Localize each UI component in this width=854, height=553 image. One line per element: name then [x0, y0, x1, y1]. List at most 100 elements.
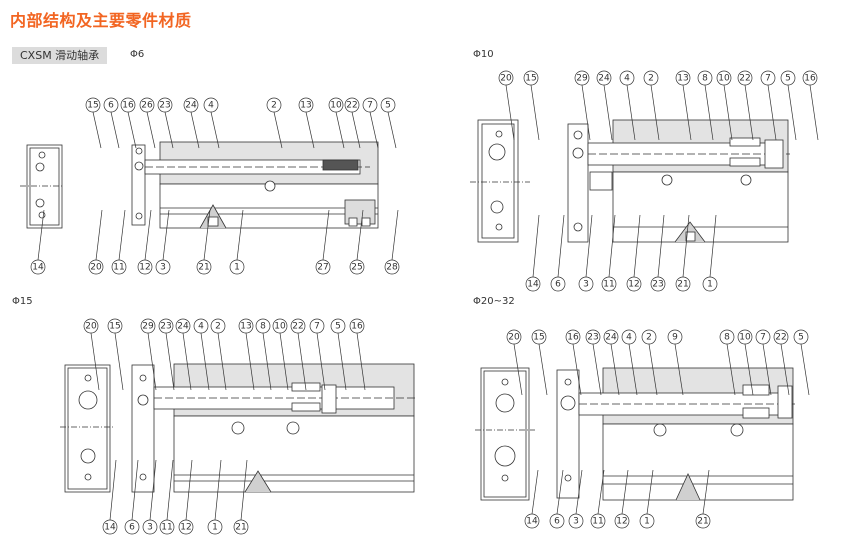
callout-13: 13 [298, 97, 315, 149]
callout-number: 11 [161, 523, 172, 533]
callout-number: 20 [90, 263, 102, 273]
callout-29: 29 [574, 70, 591, 141]
callout-number: 14 [32, 263, 44, 273]
callout-circle [760, 70, 776, 86]
callout-circle [667, 329, 683, 345]
leader-line [37, 209, 45, 261]
callout-5: 5 [793, 329, 810, 396]
size-label-phi10: Φ10 [473, 49, 494, 60]
callout-22: 22 [737, 70, 754, 141]
leader-line [166, 459, 174, 521]
leader-line [633, 214, 641, 278]
callout-number: 20 [85, 322, 97, 332]
plate [131, 364, 155, 493]
leader-line [585, 214, 593, 278]
leader-line [780, 343, 790, 396]
callout-circle [344, 97, 360, 113]
callout-number: 28 [386, 263, 398, 273]
leader-line [236, 209, 244, 261]
callout-12: 12 [614, 469, 630, 529]
leader-line [146, 111, 156, 149]
callout-number: 1 [212, 523, 218, 533]
callout-circle [719, 329, 735, 345]
callout-circle [523, 70, 539, 86]
leader-line [131, 459, 139, 521]
leader-line [337, 332, 347, 391]
callout-15: 15 [523, 70, 540, 141]
end-plate-inner [483, 370, 527, 498]
callout-21: 21 [675, 214, 691, 292]
callout-circle [643, 70, 659, 86]
leader-line [744, 84, 754, 141]
callout-4: 4 [621, 329, 638, 396]
callout-number: 22 [346, 101, 357, 111]
callout-number: 9 [672, 333, 678, 343]
leader-line [118, 209, 126, 261]
callout-circle [103, 97, 119, 113]
callout-number: 6 [108, 101, 114, 111]
callout-circle [298, 97, 314, 113]
callout-25: 25 [349, 209, 365, 275]
callout-number: 10 [274, 322, 286, 332]
callout-circle [83, 318, 99, 334]
callout-20: 20 [498, 70, 515, 141]
leader-line [704, 84, 714, 141]
callout-7: 7 [760, 70, 777, 141]
leader-line [144, 209, 152, 261]
callout-circle [737, 329, 753, 345]
page-title: 内部结构及主要零件材质 [10, 11, 192, 30]
leader-line [214, 459, 222, 521]
leader-line [356, 209, 364, 261]
leader-line [110, 111, 120, 149]
leader-line [182, 332, 192, 391]
callout-10: 10 [272, 318, 289, 391]
callout-circle [193, 318, 209, 334]
callout-5: 5 [780, 70, 797, 141]
callout-number: 22 [739, 74, 750, 84]
callout-circle [780, 70, 796, 86]
callout-11: 11 [159, 459, 175, 535]
callout-number: 2 [271, 101, 277, 111]
size-label-phi20-32: Φ20~32 [473, 296, 515, 307]
callout-circle [531, 329, 547, 345]
callout-2: 2 [643, 70, 660, 141]
callout-20: 20 [83, 318, 100, 391]
callout-circle [603, 329, 619, 345]
callout-number: 14 [527, 280, 539, 290]
callout-number: 16 [804, 74, 816, 84]
callout-number: 24 [598, 74, 610, 84]
callout-16: 16 [120, 97, 137, 149]
callout-15: 15 [85, 97, 102, 149]
callout-circle [590, 513, 606, 529]
diagram-phi6 [20, 141, 379, 229]
callout-number: 12 [139, 263, 150, 273]
callout-23: 23 [157, 97, 174, 149]
callout-number: 1 [234, 263, 240, 273]
callout-number: 20 [508, 333, 520, 343]
callout-number: 14 [104, 523, 116, 533]
callout-20: 20 [88, 209, 104, 275]
callout-14: 14 [30, 209, 46, 275]
callout-12: 12 [178, 459, 194, 535]
callout-number: 21 [198, 263, 209, 273]
callout-22: 22 [290, 318, 307, 391]
callout-circle [568, 513, 584, 529]
callout-11: 11 [601, 214, 617, 292]
leader-line [95, 209, 103, 261]
callout-16: 16 [802, 70, 819, 141]
plate [556, 369, 580, 499]
callout-number: 15 [109, 322, 120, 332]
callout-circle [626, 276, 642, 292]
callout-circle [524, 513, 540, 529]
callout-circle [102, 519, 118, 535]
leader-line [674, 343, 684, 396]
callout-number: 10 [330, 101, 342, 111]
callout-3: 3 [142, 459, 158, 535]
callout-number: 10 [718, 74, 730, 84]
callout-number: 4 [624, 74, 630, 84]
callout-29: 29 [140, 318, 157, 391]
callout-circle [85, 97, 101, 113]
callout-circle [30, 259, 46, 275]
callout-circle [349, 259, 365, 275]
callout-24: 24 [183, 97, 200, 149]
